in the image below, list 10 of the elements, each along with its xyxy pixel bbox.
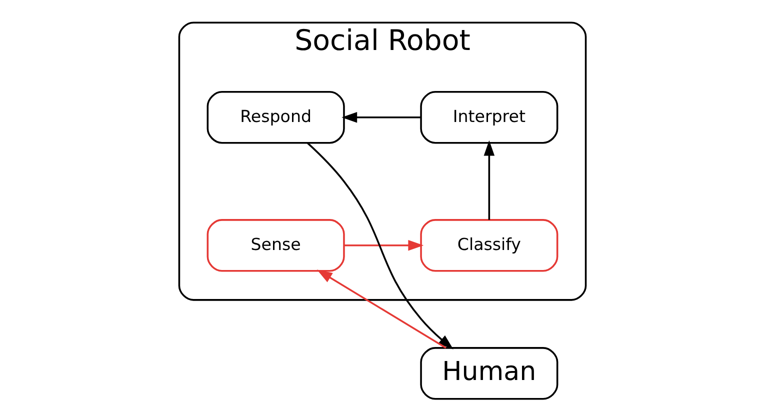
arrow (341, 112, 420, 123)
node-box: Interpret (420, 91, 558, 144)
arrow (316, 270, 446, 349)
arrow (483, 140, 494, 220)
node-box: Sense (206, 219, 344, 272)
node-box: Human (420, 347, 558, 400)
node-box: Classify (420, 219, 558, 272)
node-box: Respond (206, 91, 344, 144)
arrow (306, 142, 453, 350)
arrow (344, 240, 424, 251)
